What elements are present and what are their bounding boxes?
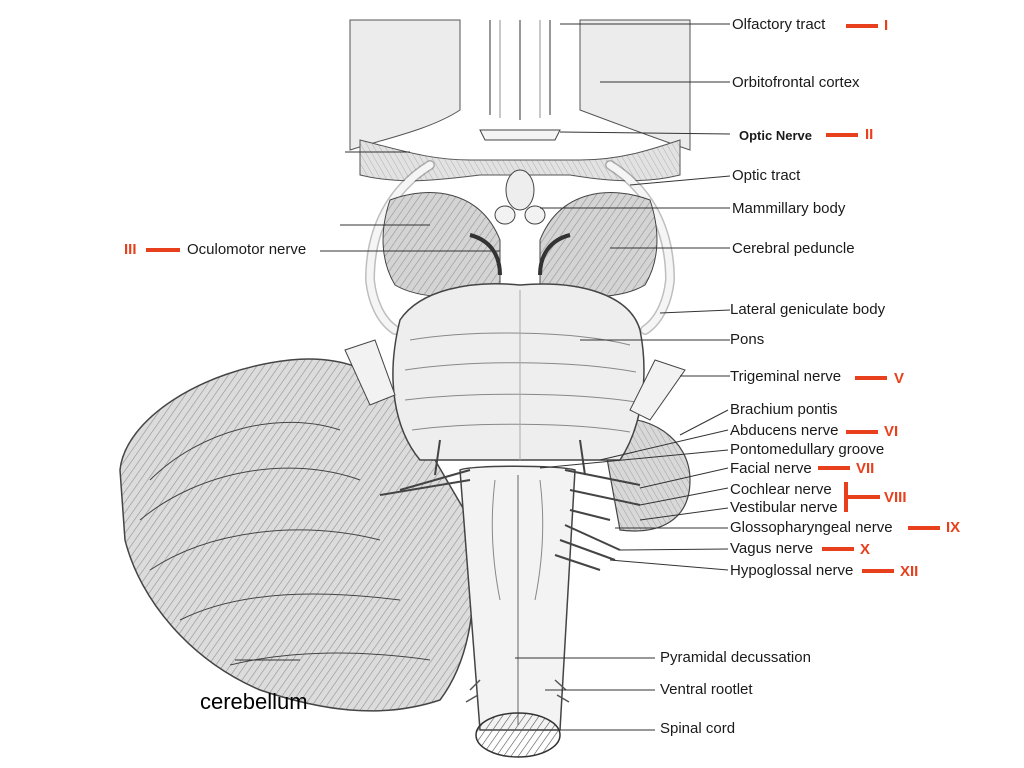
numeral-x: X [860,541,871,558]
label-pons: Pons [730,331,765,348]
label-cerebral-peduncle: Cerebral peduncle [732,240,855,257]
cerebral-peduncles-shape [382,169,658,298]
label-oculomotor-nerve: Oculomotor nerve [187,241,307,258]
label-mammillary-body: Mammillary body [732,200,846,217]
label-abducens-nerve: Abducens nerve [730,422,839,439]
label-vagus-nerve: Vagus nerve [730,540,814,557]
label-hypoglossal-nerve: Hypoglossal nerve [730,562,854,579]
numeral-v: V [894,370,905,387]
label-cerebellum: cerebellum [200,689,308,714]
label-pyramidal-decussation: Pyramidal decussation [660,649,811,666]
label-facial-nerve: Facial nerve [730,460,812,477]
cerebellum-shape [119,358,475,712]
numeral-xii: XII [900,563,919,580]
label-optic-tract: Optic tract [732,167,801,184]
label-vestibular-nerve: Vestibular nerve [730,499,838,516]
label-ventral-rootlet: Ventral rootlet [660,681,753,698]
numeral-viii: VIII [884,489,907,506]
frontal-lobes-shape [349,19,691,182]
medulla-shape [459,465,576,758]
numeral-i: I [884,17,889,34]
label-cochlear-nerve: Cochlear nerve [730,481,832,498]
numeral-vi: VI [884,423,899,440]
numeral-dashes [146,24,940,573]
pons-shape [392,283,645,461]
numeral-vii: VII [856,460,875,477]
trigeminal-stumps-shape [344,339,686,421]
label-optic-nerve: Optic Nerve [739,128,812,143]
label-olfactory-tract: Olfactory tract [732,16,826,33]
label-orbitofrontal-cortex: Orbitofrontal cortex [732,74,860,91]
label-brachium-pontis: Brachium pontis [730,401,838,418]
numeral-iii: III [124,241,137,258]
cranial-nerve-rootlets-shape [379,439,641,571]
leader-lines [235,23,731,731]
optic-structures-shape [364,129,676,335]
numeral-ii: II [865,126,874,143]
label-pontomedullary-groove: Pontomedullary groove [730,441,885,458]
label-trigeminal-nerve: Trigeminal nerve [730,368,842,385]
label-spinal-cord: Spinal cord [660,720,736,737]
label-glossopharyngeal-nerve: Glossopharyngeal nerve [730,519,893,536]
numeral-ix: IX [946,519,961,536]
label-lateral-geniculate-body: Lateral geniculate body [730,301,886,318]
